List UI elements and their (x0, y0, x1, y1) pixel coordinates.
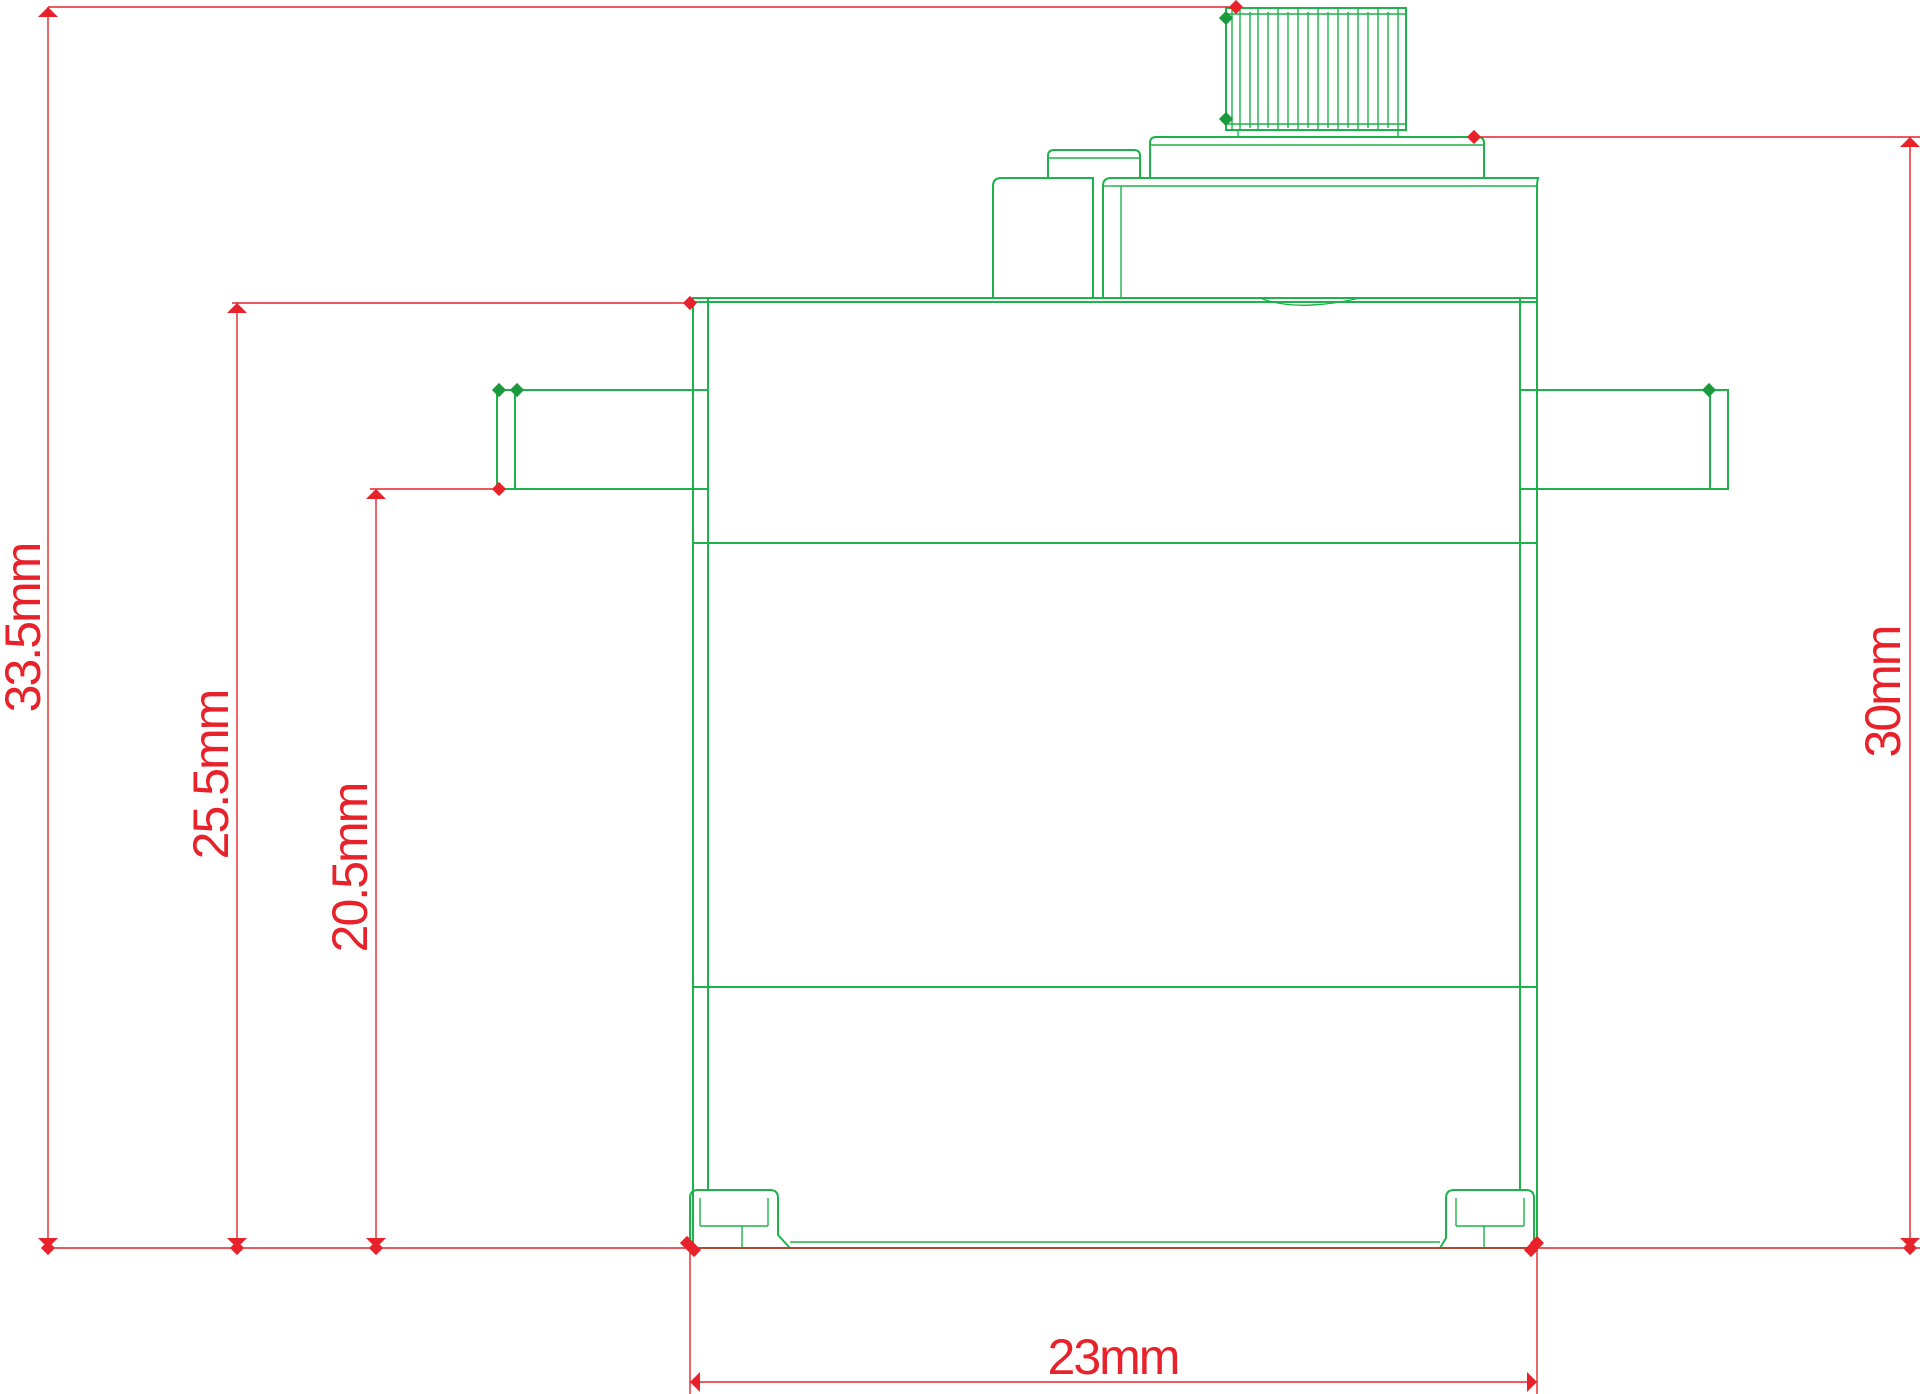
marker (40, 1240, 56, 1256)
bottom-foot-right (1439, 1189, 1535, 1249)
marker (491, 382, 507, 398)
bottom-foot-left (689, 1189, 791, 1249)
marker (1701, 382, 1717, 398)
dimension-lines (38, 0, 1920, 1394)
green-point-markers (491, 10, 1717, 398)
output-spline (1225, 7, 1407, 131)
label-body-height-right: 30mm (1855, 627, 1911, 758)
servo-body (692, 297, 1538, 1249)
body-top-notch (1259, 297, 1361, 306)
label-total-height: 33.5mm (0, 544, 51, 713)
marker (686, 1242, 702, 1258)
top-housing-right (1102, 177, 1540, 298)
label-body-width: 23mm (1048, 1329, 1179, 1385)
dimension-labels: 33.5mm 25.5mm 20.5mm 30mm 23mm (0, 544, 1911, 1385)
top-housing-left (992, 177, 1094, 298)
marker (1466, 129, 1482, 145)
top-small-bump (1047, 149, 1141, 178)
output-housing (1149, 136, 1485, 178)
marker (682, 295, 698, 311)
label-flange-height: 20.5mm (322, 784, 378, 953)
servo-outline (496, 7, 1729, 1249)
label-body-top-height: 25.5mm (183, 691, 239, 860)
marker (1228, 0, 1244, 15)
marker (368, 1240, 384, 1256)
marker (509, 382, 525, 398)
marker (1218, 10, 1234, 26)
marker (229, 1240, 245, 1256)
marker (1902, 1240, 1918, 1256)
marker (1218, 111, 1234, 127)
left-flange-lip (497, 389, 515, 490)
left-mounting-flange (514, 389, 708, 490)
right-mounting-flange (1520, 389, 1729, 490)
marker (1529, 1235, 1545, 1251)
marker (491, 481, 507, 497)
red-point-markers (40, 0, 1918, 1258)
